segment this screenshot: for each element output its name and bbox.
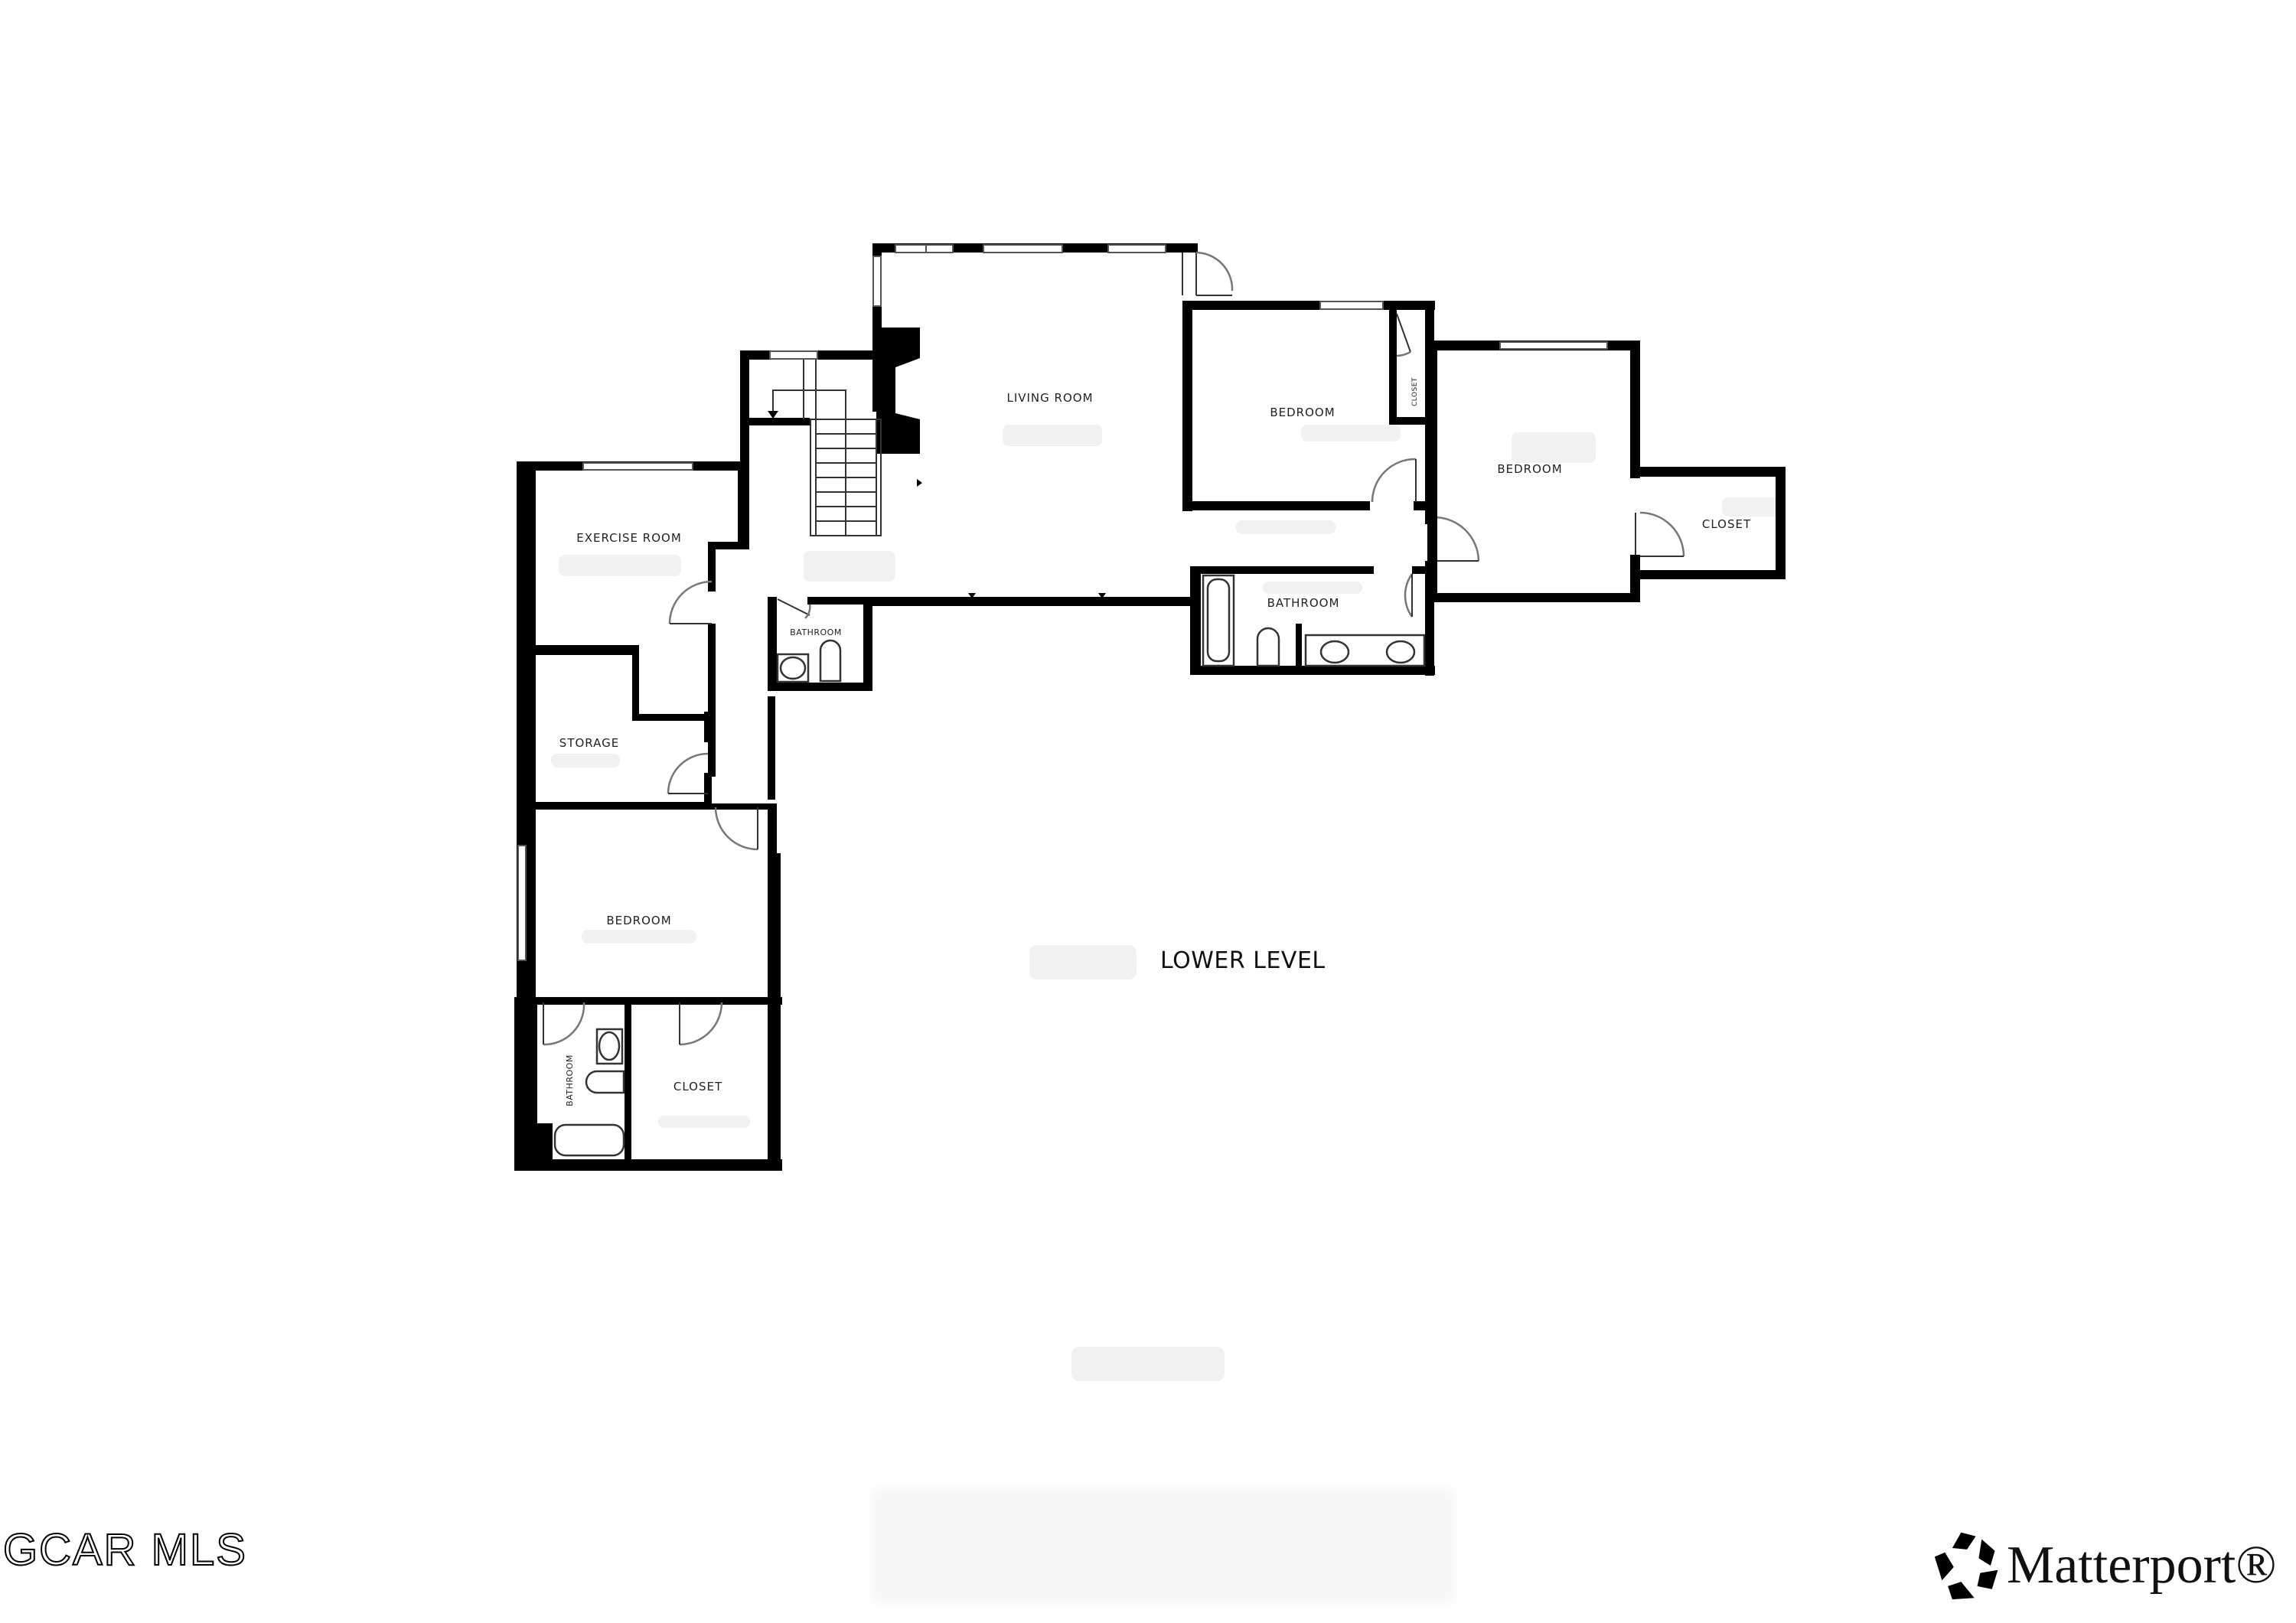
- storage: STORAGE: [524, 712, 712, 810]
- room-label-closet-middle: CLOSET: [1411, 377, 1419, 406]
- closet-left: CLOSET: [673, 997, 781, 1171]
- matterport-logo: Matterport®: [1932, 1529, 2277, 1602]
- erased-caption-block: [872, 1488, 1454, 1603]
- staircase: [810, 419, 882, 536]
- stair-hall: [740, 350, 882, 549]
- bedroom-right: BEDROOM: [1427, 341, 1640, 602]
- room-label-bedroom-right: BEDROOM: [1497, 462, 1562, 476]
- bedroom-middle: BEDROOM CLOSET: [1182, 301, 1435, 515]
- watermark: GCAR MLS: [2, 1524, 247, 1576]
- bedroom-left: BEDROOM: [517, 803, 781, 1006]
- room-label-bathroom-right: BATHROOM: [1267, 596, 1340, 610]
- matterport-brand-name: Matterport®: [2007, 1536, 2277, 1595]
- closet-right: CLOSET: [1630, 467, 1786, 579]
- room-label-bathroom-small: BATHROOM: [790, 627, 842, 637]
- room-label-storage: STORAGE: [559, 736, 619, 750]
- living-room: LIVING ROOM: [872, 243, 1234, 606]
- room-label-living-room: LIVING ROOM: [1006, 391, 1093, 405]
- room-label-bedroom-left: BEDROOM: [606, 914, 671, 927]
- room-label-closet-right: CLOSET: [1702, 517, 1751, 531]
- room-label-bathroom-left: BATHROOM: [565, 1054, 575, 1106]
- bathroom-left: BATHROOM: [514, 997, 782, 1171]
- bathroom-small: BATHROOM: [768, 597, 872, 691]
- room-label-bedroom-middle: BEDROOM: [1270, 406, 1335, 419]
- bathroom-right: BATHROOM: [1190, 566, 1435, 675]
- level-label: LOWER LEVEL: [1160, 947, 1326, 974]
- room-label-exercise-room: EXERCISE ROOM: [576, 531, 682, 545]
- room-label-closet-left: CLOSET: [673, 1080, 722, 1093]
- erased-dimension-marks: [551, 425, 1783, 1381]
- matterport-logo-icon: [1934, 1532, 1998, 1600]
